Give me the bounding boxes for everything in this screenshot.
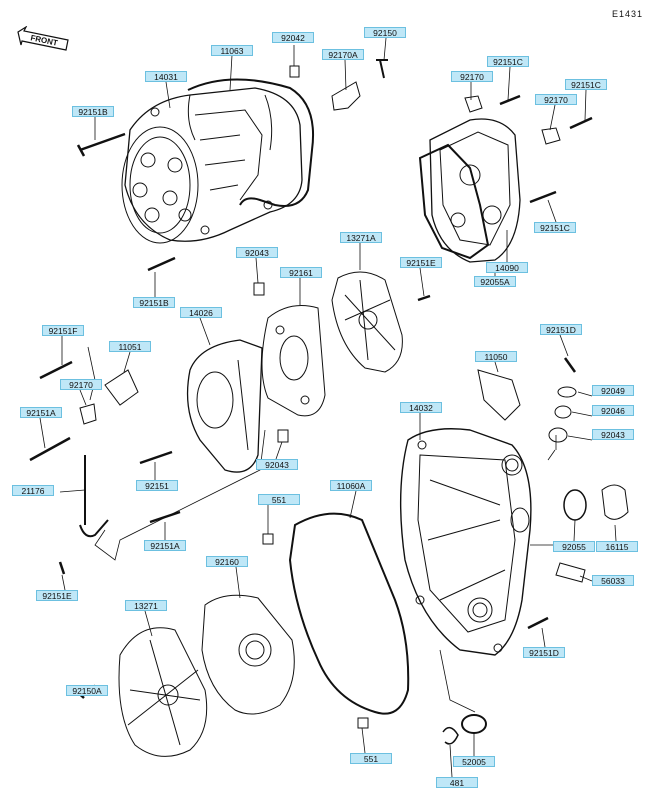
part-label[interactable]: 92151F — [42, 325, 84, 336]
seal-52005-drawing — [461, 714, 487, 734]
lever-11050-drawing — [477, 369, 521, 421]
part-label[interactable]: 92151B — [72, 106, 114, 117]
clamp-92170-b-drawing — [541, 127, 561, 145]
part-label[interactable]: 92151E — [36, 590, 78, 601]
leader-lines — [39, 37, 617, 778]
dowel-551-a-drawing — [262, 533, 274, 545]
part-label[interactable]: 92055A — [474, 276, 516, 287]
part-label[interactable]: 92049 — [592, 385, 634, 396]
bolt-92151D-a-drawing — [563, 357, 577, 373]
part-label[interactable]: 11051 — [109, 341, 151, 352]
seal-92046-drawing — [554, 405, 572, 419]
bolt-92151C-a-drawing — [499, 94, 521, 106]
plate-13271-drawing — [118, 627, 208, 757]
washer-92049-drawing — [557, 386, 577, 398]
diagram-code: E1431 — [611, 9, 643, 19]
part-label[interactable]: 92151 — [136, 480, 178, 491]
part-label[interactable]: 13271A — [340, 232, 382, 243]
clamp-92170A-drawing — [331, 81, 361, 111]
part-label[interactable]: 92161 — [280, 267, 322, 278]
gasket-92055A-drawing — [418, 143, 490, 260]
part-label[interactable]: 11060A — [330, 480, 372, 491]
bolt-92151A-a-drawing — [29, 436, 71, 462]
part-label[interactable]: 14026 — [180, 307, 222, 318]
part-label[interactable]: 92170 — [535, 94, 577, 105]
label-56033-drawing — [555, 562, 586, 583]
cover-14026-drawing — [186, 339, 263, 473]
part-label[interactable]: 551 — [258, 494, 300, 505]
part-label[interactable]: 92151D — [540, 324, 582, 335]
part-label[interactable]: 92046 — [592, 405, 634, 416]
part-label[interactable]: 92151E — [400, 257, 442, 268]
part-label[interactable]: 92170 — [60, 379, 102, 390]
pulser-cover-drawing — [429, 118, 521, 263]
cap-16115-drawing — [601, 484, 629, 520]
part-label[interactable]: 92150 — [364, 27, 406, 38]
gasket-11060A-drawing — [288, 512, 410, 715]
part-label[interactable]: 92170 — [451, 71, 493, 82]
part-label[interactable]: 92043 — [592, 429, 634, 440]
part-label[interactable]: 92151A — [20, 407, 62, 418]
part-label[interactable]: 52005 — [453, 756, 495, 767]
oring-92055-drawing — [563, 489, 587, 521]
part-label[interactable]: 11050 — [475, 351, 517, 362]
bracket-11051-drawing — [104, 369, 139, 406]
bolt-92151F-drawing — [39, 360, 73, 380]
part-label[interactable]: 92160 — [206, 556, 248, 567]
part-label[interactable]: 92151C — [534, 222, 576, 233]
gasket-11063-drawing — [187, 78, 314, 207]
dowel-92042-drawing — [289, 65, 300, 78]
part-label[interactable]: 92043 — [256, 459, 298, 470]
bolt-92151C-b-drawing — [569, 116, 593, 130]
plate-13271A-drawing — [331, 271, 403, 373]
dowel-551-b-drawing — [357, 717, 369, 729]
part-label[interactable]: 16115 — [596, 541, 638, 552]
plate-92160-drawing — [201, 594, 295, 715]
generator-cover-drawing — [121, 87, 303, 244]
bolt-92151E-b-drawing — [58, 561, 66, 575]
part-label[interactable]: 92170A — [322, 49, 364, 60]
part-label[interactable]: 92055 — [553, 541, 595, 552]
part-label[interactable]: 14032 — [400, 402, 442, 413]
bolt-92151A-b-drawing — [149, 510, 181, 524]
part-label[interactable]: 92151C — [565, 79, 607, 90]
part-label[interactable]: 481 — [436, 777, 478, 788]
bolt-92151B-drawing — [147, 256, 176, 272]
front-arrow-icon: FRONT — [17, 26, 69, 51]
part-label[interactable]: 92151D — [523, 647, 565, 658]
bolt-92151D-drawing — [76, 132, 126, 157]
part-label[interactable]: 14031 — [145, 71, 187, 82]
circlip-481-drawing — [442, 726, 459, 745]
part-label[interactable]: 92151B — [133, 297, 175, 308]
part-label[interactable]: 551 — [350, 753, 392, 764]
clamp-92170-c-drawing — [79, 403, 97, 425]
bolt-92151D-b-drawing — [527, 616, 549, 630]
part-label[interactable]: 92042 — [272, 32, 314, 43]
part-label[interactable]: 11063 — [211, 45, 253, 56]
part-label[interactable]: 14090 — [486, 262, 528, 273]
bolt-92151-drawing — [139, 450, 173, 465]
part-label[interactable]: 13271 — [125, 600, 167, 611]
part-label[interactable]: 92043 — [236, 247, 278, 258]
dowel-92043-a-drawing — [253, 282, 265, 296]
seal-92043-drawing — [548, 427, 568, 443]
part-label[interactable]: 92151C — [487, 56, 529, 67]
clutch-cover-drawing — [399, 428, 532, 656]
part-label[interactable]: 92151A — [144, 540, 186, 551]
bolt-92151C-c-drawing — [529, 190, 557, 204]
part-label[interactable]: 92150A — [66, 685, 108, 696]
bolt-92150-drawing — [376, 59, 388, 79]
plate-92161-drawing — [261, 305, 326, 417]
part-label[interactable]: 21176 — [12, 485, 54, 496]
shaft-21176-drawing — [79, 455, 109, 538]
dowel-92043-b-drawing — [277, 429, 289, 443]
bolt-92151E-a-drawing — [417, 294, 431, 302]
part-label[interactable]: 56033 — [592, 575, 634, 586]
clamp-92170-drawing — [464, 95, 483, 113]
